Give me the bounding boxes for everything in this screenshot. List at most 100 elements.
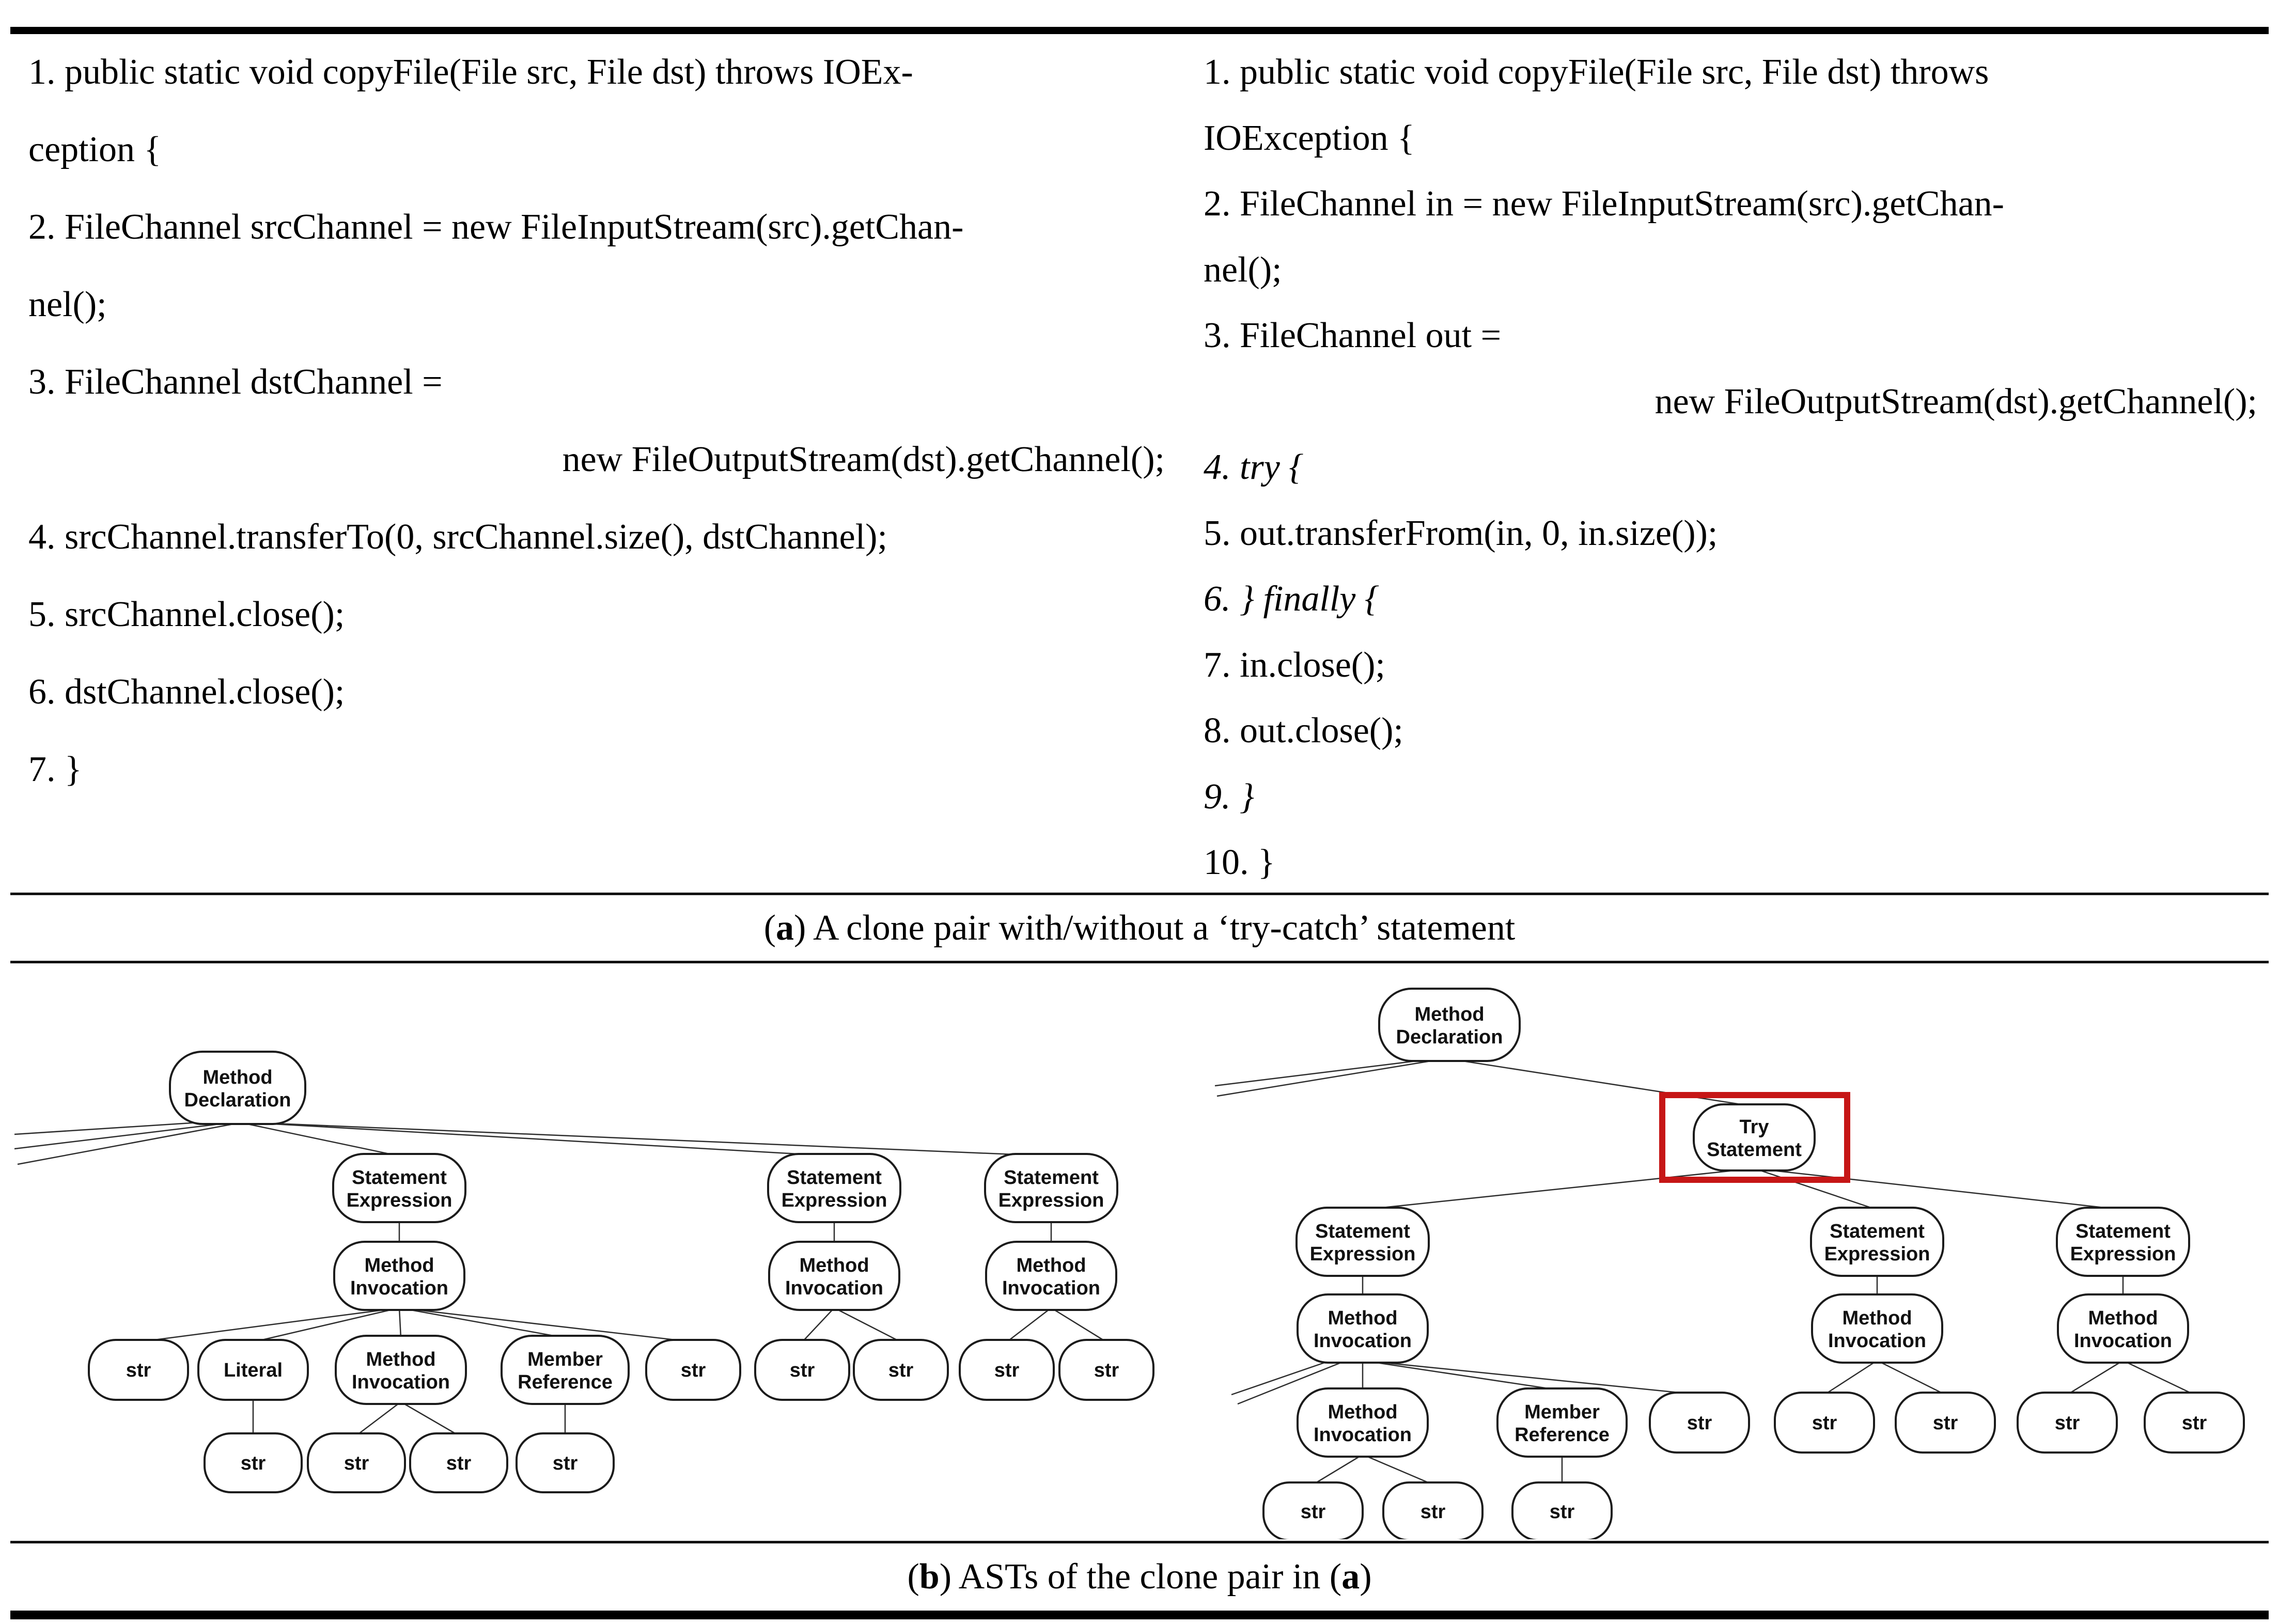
ast-node-statement-expression xyxy=(767,1153,901,1223)
ast-node-str xyxy=(1649,1392,1750,1454)
ast-node-str xyxy=(2144,1392,2245,1454)
ast-node-statement-expression xyxy=(1810,1207,1944,1277)
ast-node-method-invocation xyxy=(2057,1293,2189,1364)
ast-edge xyxy=(237,1121,835,1157)
ast-edge xyxy=(399,1307,694,1343)
ast-node-str xyxy=(1895,1392,1996,1454)
code-line: 3. FileChannel dstChannel = xyxy=(28,362,443,402)
ast-node-str xyxy=(1262,1481,1364,1539)
ast-edge-truncated xyxy=(14,1122,229,1150)
code-panel-right: 1. public static void copyFile(File src,… xyxy=(1204,39,2257,896)
ast-node-method-invocation xyxy=(985,1241,1117,1311)
ast-node-literal xyxy=(197,1339,309,1401)
code-panel-left: 1. public static void copyFile(File src,… xyxy=(28,34,1165,808)
ast-node-label: str xyxy=(446,1453,472,1474)
caption-text: ( xyxy=(907,1557,919,1597)
ast-edge xyxy=(1006,1307,1052,1342)
top-thick-rule xyxy=(10,27,2269,34)
ast-node-label: str xyxy=(2182,1412,2207,1434)
ast-node-member-reference xyxy=(501,1335,630,1405)
ast-node-method-invocation xyxy=(333,1241,465,1311)
ast-edge-truncated xyxy=(1214,1059,1425,1087)
ast-node-member-reference xyxy=(1496,1387,1628,1458)
ast-edge xyxy=(356,1401,401,1436)
caption-a-bottom-rule xyxy=(10,961,2269,963)
ast-node-str xyxy=(853,1339,949,1401)
ast-node-statement-expression xyxy=(984,1153,1118,1223)
ast-node-label: str xyxy=(888,1360,914,1381)
code-line: 5. out.transferFrom(in, 0, in.size()); xyxy=(1204,513,1718,553)
code-line: IOException { xyxy=(1204,118,1415,158)
ast-edge-truncated xyxy=(1216,1060,1431,1097)
caption-bold-letter: b xyxy=(919,1557,940,1597)
code-line: 3. FileChannel out = xyxy=(1204,316,1502,355)
code-line: 7. } xyxy=(28,749,82,789)
ast-node-label: str xyxy=(681,1360,706,1381)
ast-node-str xyxy=(1058,1339,1154,1401)
ast-node-method-invocation xyxy=(335,1335,467,1405)
ast-edge xyxy=(2067,1360,2124,1396)
try-statement-highlight-box xyxy=(1659,1092,1850,1183)
ast-edge xyxy=(138,1307,400,1343)
ast-node-label: str xyxy=(1550,1501,1575,1523)
ast-node-str xyxy=(516,1432,615,1493)
caption-bold-letter: a xyxy=(776,908,794,948)
ast-node-str xyxy=(1511,1481,1613,1539)
ast-edge xyxy=(834,1307,901,1343)
ast-node-str xyxy=(959,1339,1055,1401)
ast-edge xyxy=(1362,1360,1563,1392)
ast-node-str xyxy=(88,1339,189,1401)
ast-edge xyxy=(253,1307,400,1343)
ast-node-statement-expression xyxy=(332,1153,466,1223)
code-line: 2. FileChannel in = new FileInputStream(… xyxy=(1204,184,2004,224)
ast-edge xyxy=(2122,1360,2195,1396)
ast-edge xyxy=(802,1307,835,1342)
code-line: 10. } xyxy=(1204,842,1275,882)
ast-node-label: str xyxy=(344,1453,369,1474)
ast-edge-truncated xyxy=(14,1120,224,1135)
ast-edge xyxy=(1362,1360,1700,1396)
ast-node-method-invocation xyxy=(1297,1387,1429,1458)
ast-node-label: str xyxy=(241,1453,266,1474)
ast-node-method-invocation xyxy=(768,1241,900,1311)
ast-node-label: str xyxy=(2055,1412,2080,1434)
ast-node-method-declaration xyxy=(1378,988,1521,1062)
ast-node-label: str xyxy=(1687,1412,1712,1434)
ast-edge xyxy=(398,1307,402,1338)
ast-node-label: str xyxy=(1933,1412,1958,1434)
ast-node-str xyxy=(1382,1481,1484,1539)
ast-node-str xyxy=(204,1432,303,1493)
code-line: 5. srcChannel.close(); xyxy=(28,595,345,634)
ast-node-label: str xyxy=(790,1360,815,1381)
ast-edge xyxy=(1051,1307,1107,1343)
ast-node-str xyxy=(754,1339,850,1401)
ast-node-str xyxy=(307,1432,406,1493)
code-line: 2. FileChannel srcChannel = new FileInpu… xyxy=(28,207,964,247)
caption-text: ) ASTs of the clone pair in ( xyxy=(939,1557,1342,1597)
caption-a-top-rule xyxy=(10,893,2269,895)
ast-edge xyxy=(400,1401,459,1436)
caption-text: ( xyxy=(763,908,776,948)
caption-bold-letter: a xyxy=(1341,1557,1360,1597)
caption-text: ) A clone pair with/without a ‘try-catch… xyxy=(794,908,1516,948)
ast-edge xyxy=(399,1307,566,1339)
ast-node-method-invocation xyxy=(1297,1293,1429,1364)
ast-node-str xyxy=(1774,1392,1875,1454)
ast-edge-truncated xyxy=(1237,1362,1341,1405)
ast-edge-truncated xyxy=(1231,1361,1328,1396)
bottom-thick-rule xyxy=(10,1611,2269,1619)
code-line: 4. srcChannel.transferTo(0, srcChannel.s… xyxy=(28,517,887,557)
ast-node-label: str xyxy=(1094,1360,1119,1381)
